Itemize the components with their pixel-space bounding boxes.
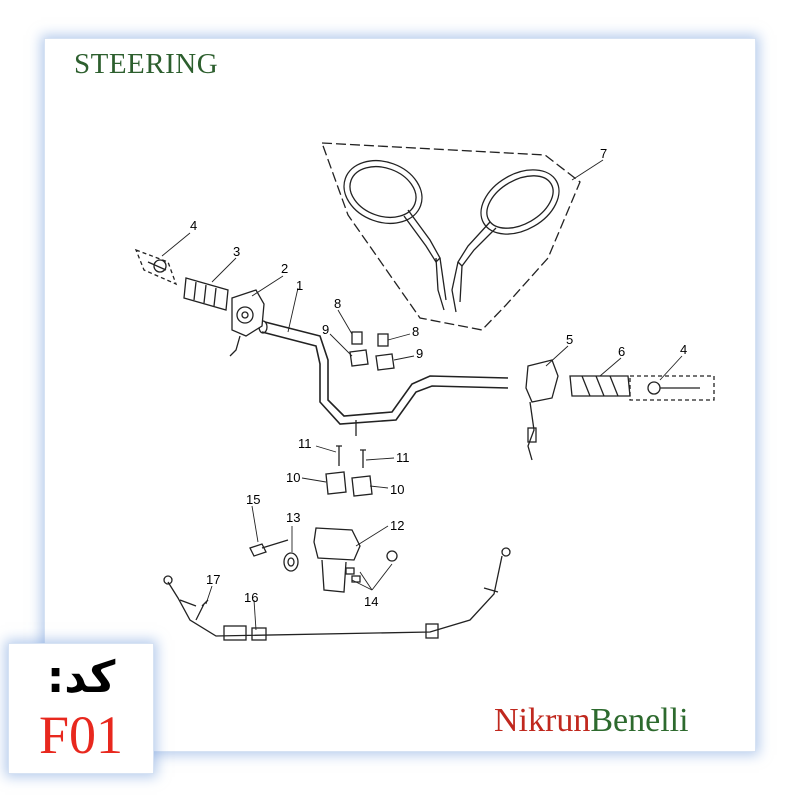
right-bar-end xyxy=(629,375,715,401)
callout-12: 12 xyxy=(390,518,404,533)
left-grip xyxy=(183,277,229,311)
code-box: کد: F01 xyxy=(8,643,154,774)
left-bar-end xyxy=(134,248,178,286)
callout-13: 13 xyxy=(286,510,300,525)
callout-8-left: 8 xyxy=(334,296,341,311)
right-switch-housing xyxy=(525,359,559,461)
handlebar xyxy=(264,321,509,417)
callout-4-right: 4 xyxy=(680,342,687,357)
diagram-title: STEERING xyxy=(74,48,219,80)
callout-8-right: 8 xyxy=(412,324,419,339)
callout-9-right: 9 xyxy=(416,346,423,361)
callout-15: 15 xyxy=(246,492,260,507)
callout-2: 2 xyxy=(281,261,288,276)
callout-10-right: 10 xyxy=(390,482,404,497)
callout-17: 17 xyxy=(206,572,220,587)
brand-watermark: NikrunBenelli xyxy=(494,702,689,740)
callout-11-left: 11 xyxy=(298,436,312,451)
callout-7: 7 xyxy=(600,146,607,161)
callout-9-left: 9 xyxy=(322,322,329,337)
upper-clamps xyxy=(349,331,395,371)
top-yoke xyxy=(313,527,398,593)
leader-lines xyxy=(161,159,683,631)
callout-3: 3 xyxy=(233,244,240,259)
callout-1: 1 xyxy=(296,278,303,293)
washer-13 xyxy=(283,552,299,572)
lower-clamps xyxy=(325,471,373,497)
code-value: F01 xyxy=(38,705,124,765)
riser-bolts xyxy=(336,445,366,468)
right-grip xyxy=(569,375,631,397)
brand-part-2: Benelli xyxy=(590,702,689,739)
callout-6: 6 xyxy=(618,344,625,359)
bolt-15 xyxy=(249,539,289,557)
left-switch-housing xyxy=(229,289,265,357)
callout-numbers: 4 3 2 1 7 8 8 9 9 5 6 4 11 11 10 10 15 1… xyxy=(190,146,687,609)
throttle-cable xyxy=(163,547,511,641)
callout-5: 5 xyxy=(566,332,573,347)
mirror-group-outline xyxy=(321,142,581,331)
code-label: کد: xyxy=(46,652,116,703)
left-mirror xyxy=(343,160,447,311)
callout-14: 14 xyxy=(364,594,378,609)
brand-part-1: Nikrun xyxy=(494,702,591,739)
callout-16: 16 xyxy=(244,590,258,605)
callout-11-right: 11 xyxy=(396,450,410,465)
callout-4: 4 xyxy=(190,218,197,233)
callout-10-left: 10 xyxy=(286,470,300,485)
nuts-14 xyxy=(345,567,361,583)
right-mirror xyxy=(451,169,560,313)
